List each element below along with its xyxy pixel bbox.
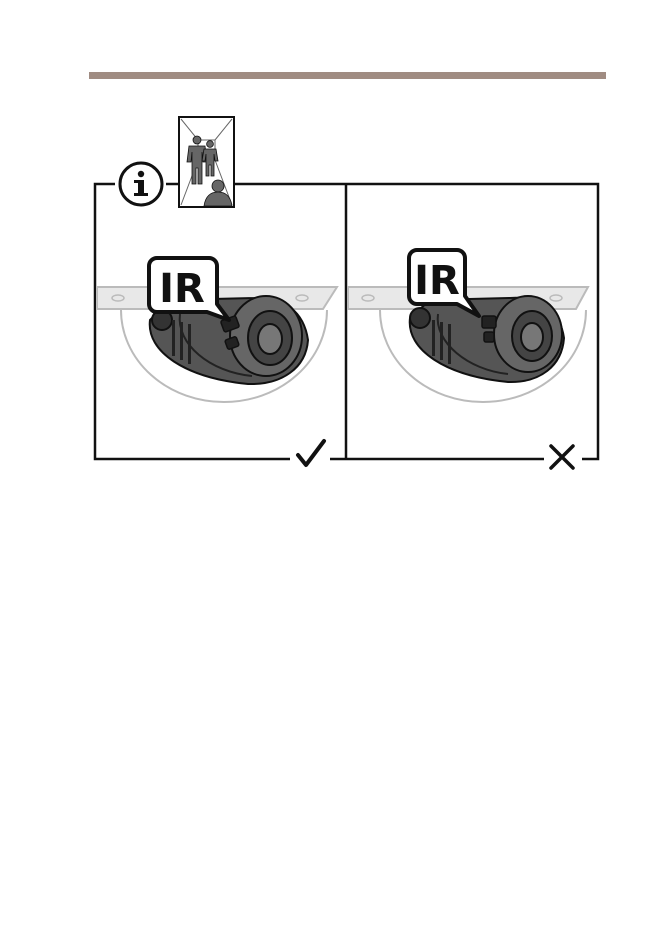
ir-callout: IR [149, 258, 229, 320]
corridor-people-icon [179, 117, 234, 207]
info-icon [120, 163, 162, 205]
ir-label: IR [159, 266, 205, 312]
cross-icon [544, 440, 582, 470]
ir-label: IR [414, 258, 460, 304]
checkmark-icon [290, 440, 330, 470]
